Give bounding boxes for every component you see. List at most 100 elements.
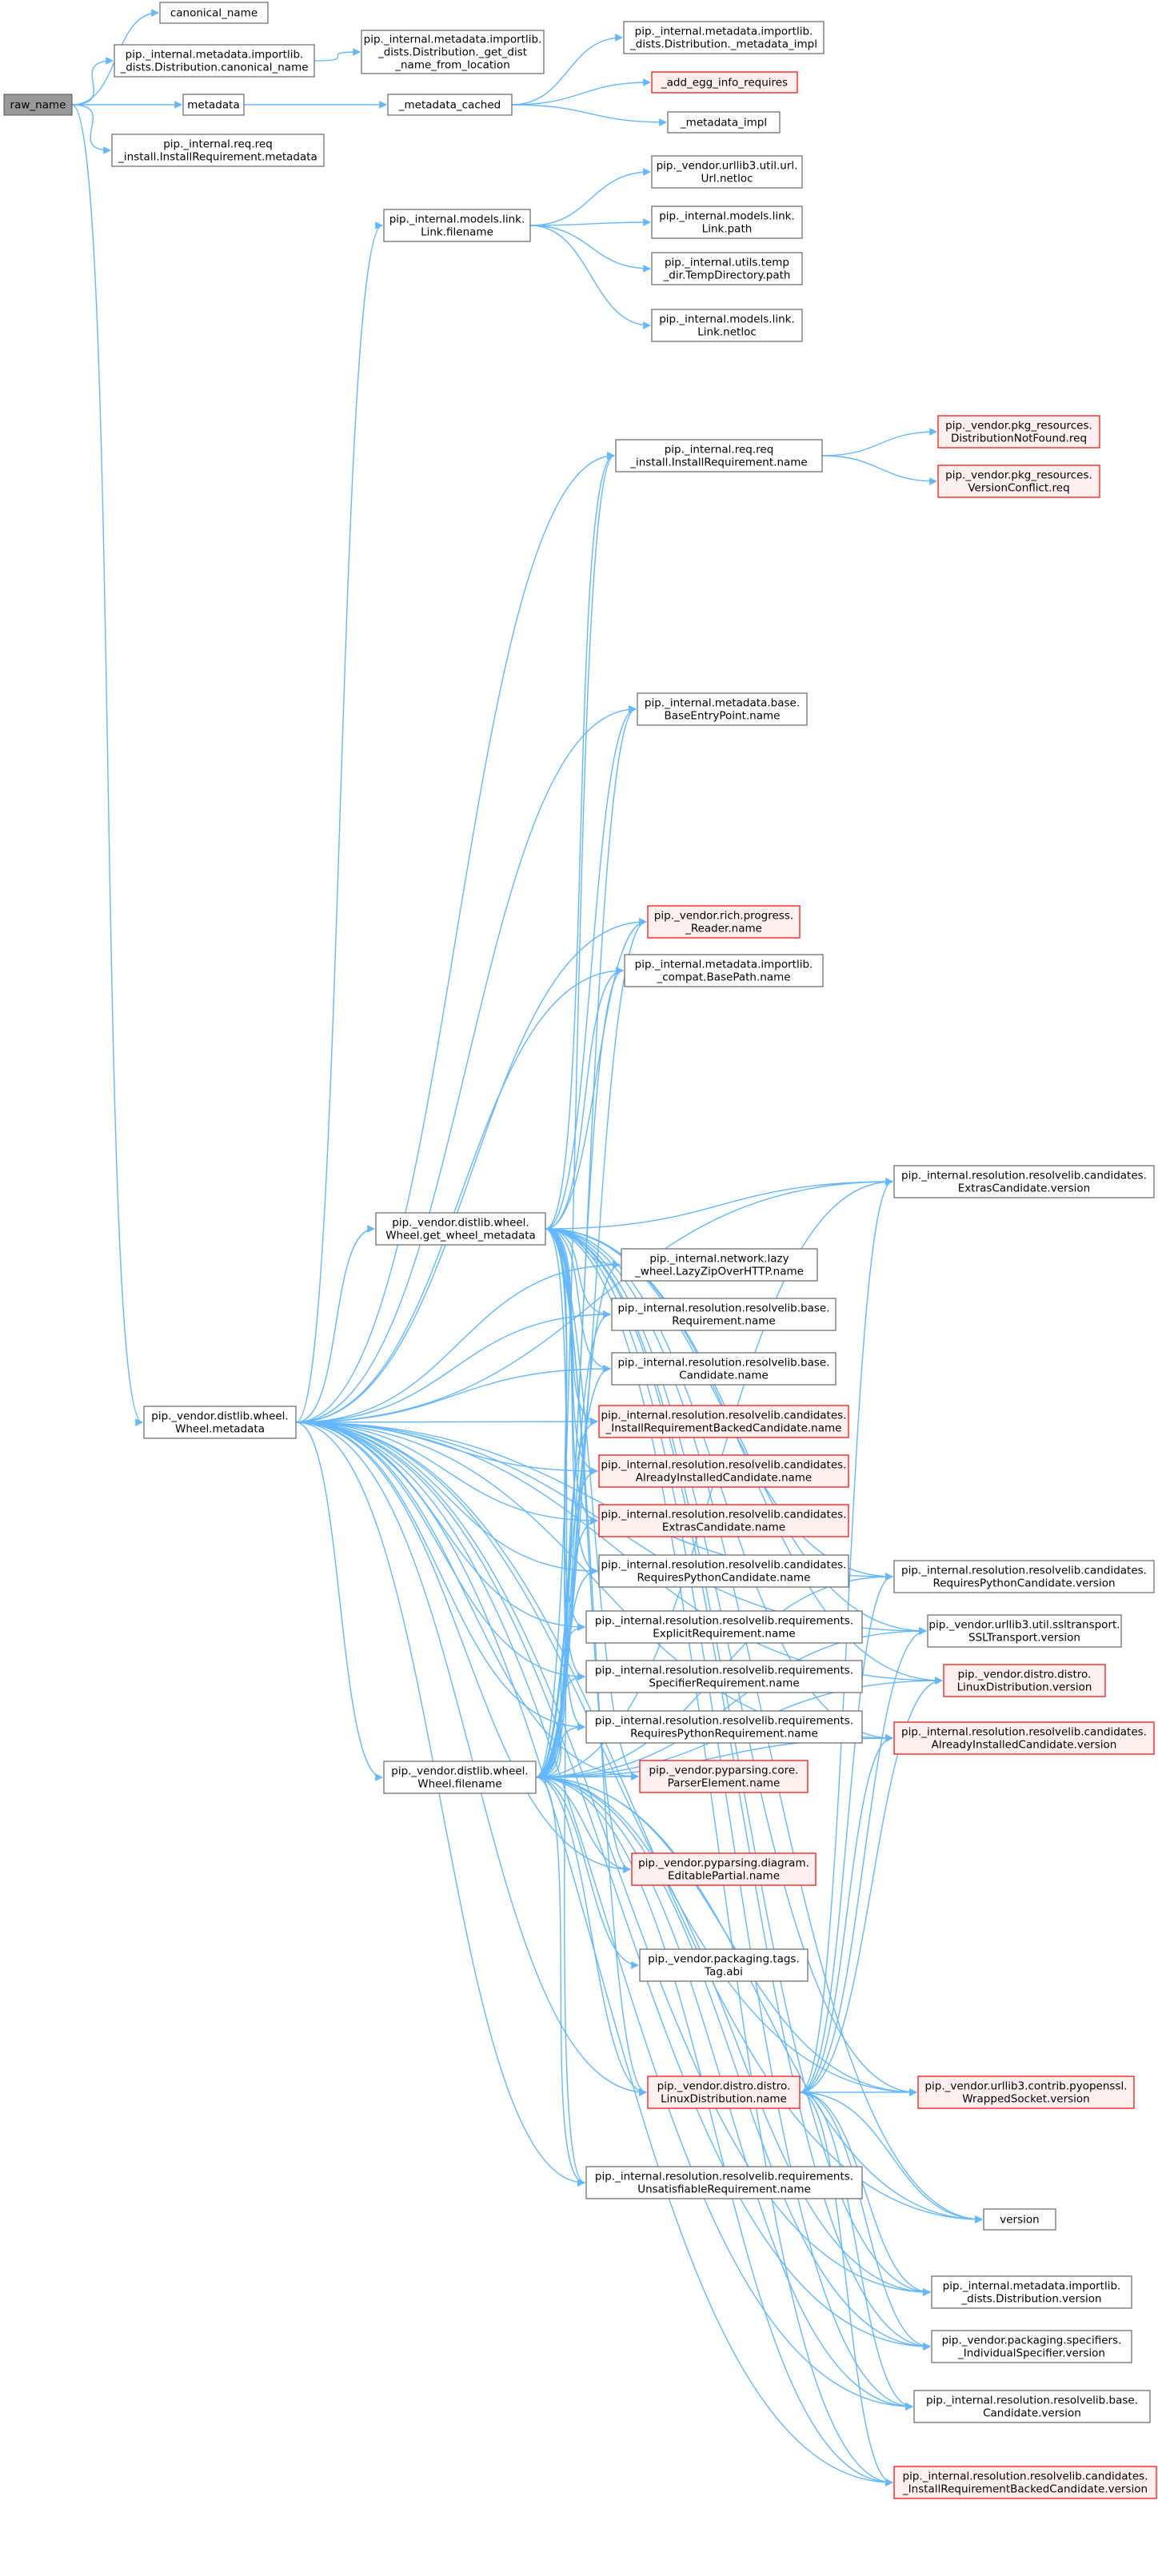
node-url-netloc[interactable]: pip._vendor.urllib3.util.url.Url.netloc — [651, 155, 803, 189]
node-version-conflict[interactable]: pip._vendor.pkg_resources.VersionConflic… — [937, 465, 1100, 498]
node-box[interactable] — [585, 1610, 863, 1644]
node-box[interactable] — [585, 2166, 863, 2199]
node-box[interactable] — [114, 44, 315, 78]
node-base-path[interactable]: pip._internal.metadata.importlib._compat… — [624, 954, 824, 987]
node-get-dist-name[interactable]: pip._internal.metadata.importlib._dists.… — [361, 30, 545, 74]
node-ssl-version[interactable]: pip._vendor.urllib3.util.ssltransport.SS… — [927, 1614, 1122, 1648]
node-imp-metadata-impl[interactable]: pip._internal.metadata.importlib._dists.… — [623, 21, 825, 54]
node-box[interactable] — [383, 209, 531, 242]
node-link-path[interactable]: pip._internal.models.link.Link.path — [651, 205, 803, 239]
node-dist-version[interactable]: pip._internal.metadata.importlib._dists.… — [931, 2275, 1132, 2309]
node-box[interactable] — [893, 1721, 1155, 1755]
node-version[interactable]: version — [983, 2208, 1056, 2231]
node-box[interactable] — [598, 1454, 849, 1488]
node-wrapped-socket[interactable]: pip._vendor.urllib3.contrib.pyopenssl.Wr… — [917, 2076, 1135, 2109]
node-box[interactable] — [913, 2390, 1151, 2423]
node-box[interactable] — [375, 1212, 546, 1246]
node-wheel-metadata[interactable]: pip._vendor.distlib.wheel.Wheel.metadata — [143, 1406, 297, 1439]
node-get-wheel-metadata[interactable]: pip._vendor.distlib.wheel.Wheel.get_whee… — [375, 1212, 546, 1246]
node-box[interactable] — [639, 1760, 809, 1793]
node-box[interactable] — [937, 415, 1100, 449]
node-box[interactable] — [383, 1761, 537, 1794]
node-box[interactable] — [651, 252, 803, 285]
node-unsat-req[interactable]: pip._internal.resolution.resolvelib.requ… — [585, 2166, 863, 2199]
node-req-install-name[interactable]: pip._internal.req.req_install.InstallReq… — [615, 439, 823, 473]
node-box[interactable] — [111, 134, 325, 167]
node-req-install-metadata[interactable]: pip._internal.req.req_install.InstallReq… — [111, 134, 325, 167]
node-irbc-name[interactable]: pip._internal.resolution.resolvelib.cand… — [598, 1405, 849, 1438]
node-box[interactable] — [983, 2208, 1056, 2231]
node-aic-version[interactable]: pip._internal.resolution.resolvelib.cand… — [893, 1721, 1155, 1755]
node-wheel-filename[interactable]: pip._vendor.distlib.wheel.Wheel.filename — [383, 1761, 537, 1794]
node-linux-name[interactable]: pip._vendor.distro.distro.LinuxDistribut… — [647, 2076, 801, 2109]
node-explicit-req[interactable]: pip._internal.resolution.resolvelib.requ… — [585, 1610, 863, 1644]
node-box[interactable] — [598, 1405, 849, 1438]
node-metadata[interactable]: metadata — [182, 94, 245, 116]
node-metadata-impl[interactable]: _metadata_impl — [667, 111, 781, 134]
node-box[interactable] — [182, 94, 245, 116]
node-aic-name[interactable]: pip._internal.resolution.resolvelib.cand… — [598, 1454, 849, 1488]
node-irbc-version[interactable]: pip._internal.resolution.resolvelib.cand… — [893, 2466, 1157, 2499]
node-rich-reader[interactable]: pip._vendor.rich.progress._Reader.name — [647, 905, 801, 939]
node-specifier-req[interactable]: pip._internal.resolution.resolvelib.requ… — [585, 1660, 863, 1693]
node-box[interactable] — [3, 94, 73, 116]
node-dist-not-found[interactable]: pip._vendor.pkg_resources.DistributionNo… — [937, 415, 1100, 449]
node-box[interactable] — [651, 71, 798, 94]
node-extras-name[interactable]: pip._internal.resolution.resolvelib.cand… — [598, 1504, 849, 1537]
node-box[interactable] — [893, 1560, 1155, 1593]
node-link-netloc[interactable]: pip._internal.models.link.Link.netloc — [651, 309, 803, 342]
node-parser-element[interactable]: pip._vendor.pyparsing.core.ParserElement… — [639, 1760, 809, 1793]
node-rpc-name[interactable]: pip._internal.resolution.resolvelib.cand… — [598, 1554, 849, 1588]
node-box[interactable] — [647, 905, 801, 939]
node-box[interactable] — [651, 155, 803, 189]
node-box[interactable] — [893, 2466, 1157, 2499]
node-box[interactable] — [621, 1248, 818, 1282]
node-box[interactable] — [598, 1504, 849, 1537]
node-box[interactable] — [647, 2076, 801, 2109]
node-box[interactable] — [651, 309, 803, 342]
node-box[interactable] — [893, 1165, 1155, 1198]
node-box[interactable] — [943, 1664, 1106, 1697]
node-rpc-version[interactable]: pip._internal.resolution.resolvelib.cand… — [893, 1560, 1155, 1593]
node-box[interactable] — [931, 2275, 1132, 2309]
node-box[interactable] — [639, 1948, 809, 1982]
node-box[interactable] — [917, 2076, 1135, 2109]
node-tag-abi[interactable]: pip._vendor.packaging.tags.Tag.abi — [639, 1948, 809, 1982]
node-box[interactable] — [651, 205, 803, 239]
node-box[interactable] — [615, 439, 823, 473]
node-box[interactable] — [585, 1660, 863, 1693]
node-box[interactable] — [361, 30, 545, 74]
node-base-req-name[interactable]: pip._internal.resolution.resolvelib.base… — [611, 1298, 837, 1331]
node-box[interactable] — [387, 94, 513, 116]
node-box[interactable] — [623, 21, 825, 54]
node-box[interactable] — [143, 1406, 297, 1439]
node-raw-name[interactable]: raw_name — [3, 94, 73, 116]
node-box[interactable] — [931, 2330, 1132, 2363]
node-extras-version[interactable]: pip._internal.resolution.resolvelib.cand… — [893, 1165, 1155, 1198]
node-rp-req[interactable]: pip._internal.resolution.resolvelib.requ… — [585, 1710, 863, 1744]
node-canonical-name[interactable]: canonical_name — [159, 2, 269, 24]
node-box[interactable] — [159, 2, 269, 24]
node-editable-partial[interactable]: pip._vendor.pyparsing.diagram.EditablePa… — [631, 1852, 817, 1886]
node-base-entry-point[interactable]: pip._internal.metadata.base.BaseEntryPoi… — [637, 692, 808, 726]
node-lazy-zip[interactable]: pip._internal.network.lazy_wheel.LazyZip… — [621, 1248, 818, 1282]
node-ind-spec-version[interactable]: pip._vendor.packaging.specifiers._Indivi… — [931, 2330, 1132, 2363]
node-imp-canonical[interactable]: pip._internal.metadata.importlib._dists.… — [114, 44, 315, 78]
node-box[interactable] — [611, 1352, 837, 1386]
node-box[interactable] — [585, 1710, 863, 1744]
node-box[interactable] — [611, 1298, 837, 1331]
node-box[interactable] — [598, 1554, 849, 1588]
node-tempdir-path[interactable]: pip._internal.utils.temp_dir.TempDirecto… — [651, 252, 803, 285]
node-metadata-cached[interactable]: _metadata_cached — [387, 94, 513, 116]
node-box[interactable] — [937, 465, 1100, 498]
node-base-cand-name[interactable]: pip._internal.resolution.resolvelib.base… — [611, 1352, 837, 1386]
node-linux-version[interactable]: pip._vendor.distro.distro.LinuxDistribut… — [943, 1664, 1106, 1697]
node-box[interactable] — [637, 692, 808, 726]
node-base-cand-version[interactable]: pip._internal.resolution.resolvelib.base… — [913, 2390, 1151, 2423]
node-link-filename[interactable]: pip._internal.models.link.Link.filename — [383, 209, 531, 242]
node-box[interactable] — [667, 111, 781, 134]
node-box[interactable] — [927, 1614, 1122, 1648]
node-box[interactable] — [631, 1852, 817, 1886]
node-box[interactable] — [624, 954, 824, 987]
node-add-egg[interactable]: _add_egg_info_requires — [651, 71, 798, 94]
